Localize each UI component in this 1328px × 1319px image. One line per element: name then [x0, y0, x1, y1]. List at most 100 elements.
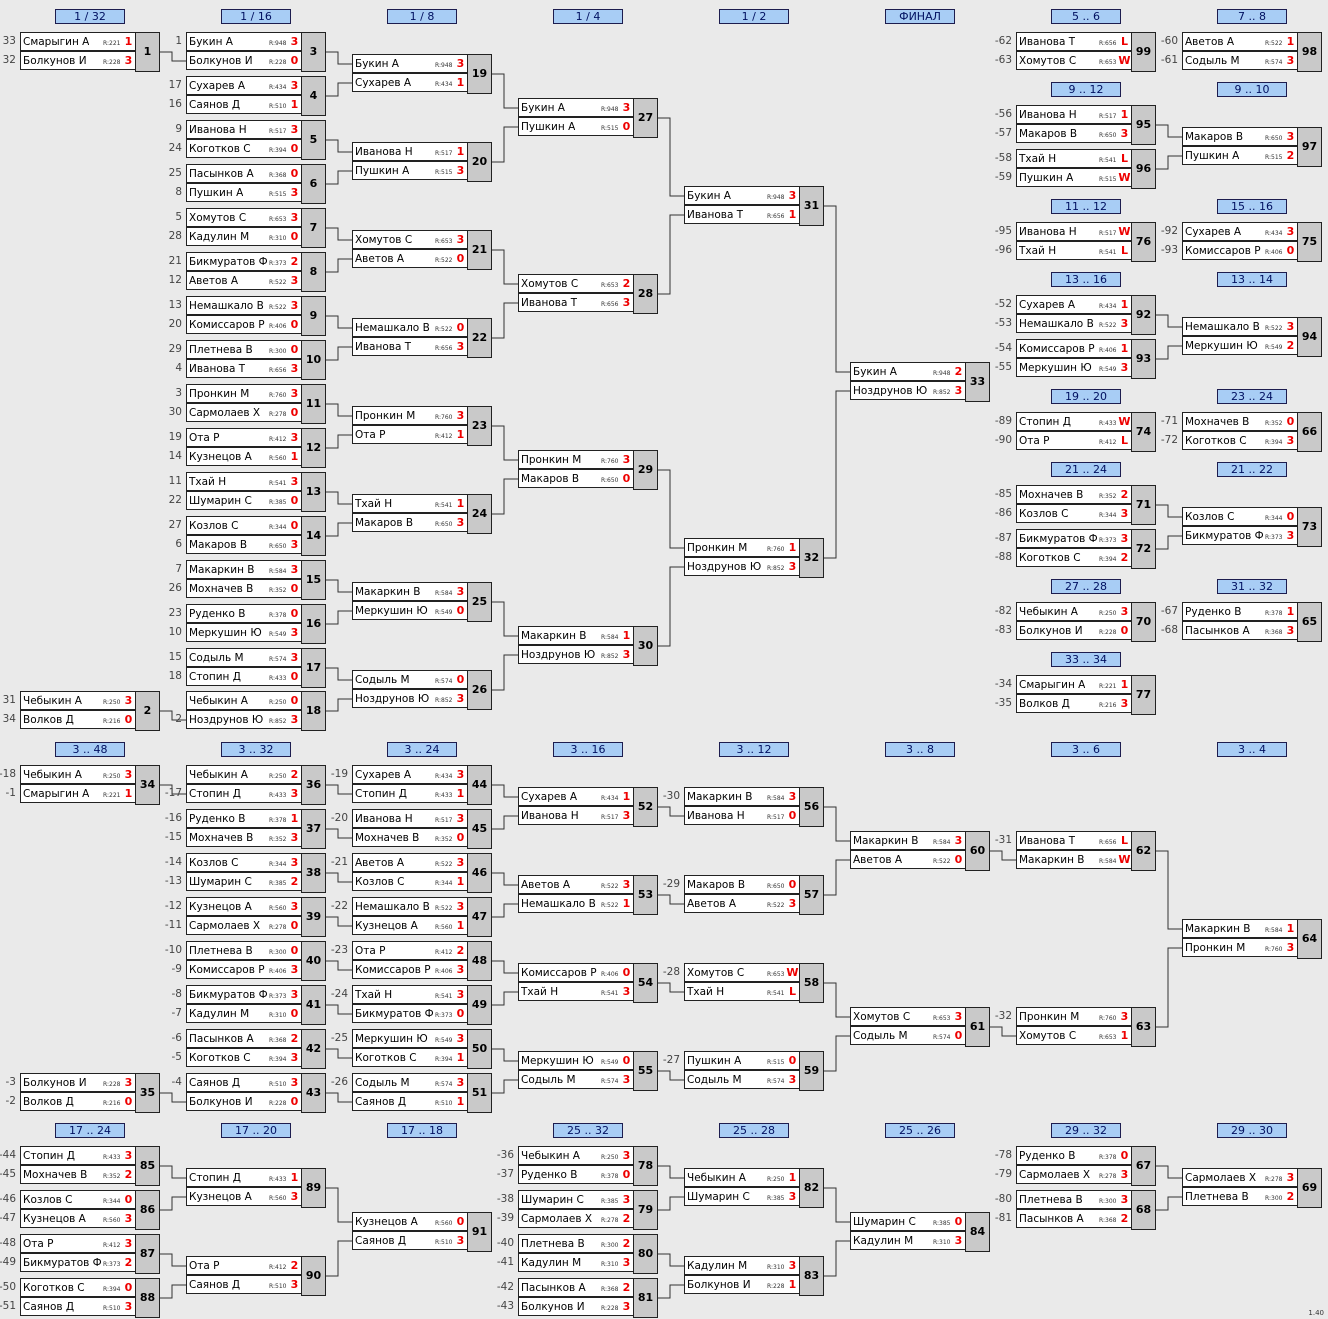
match-number[interactable]: 37 — [301, 809, 326, 849]
match-number[interactable]: 35 — [135, 1073, 160, 1113]
match-number[interactable]: 78 — [633, 1146, 658, 1186]
match-number[interactable]: 70 — [1131, 602, 1156, 642]
match-number[interactable]: 66 — [1297, 412, 1322, 452]
match-number[interactable]: 63 — [1131, 1007, 1156, 1047]
match-number[interactable]: 60 — [965, 831, 990, 871]
match-number[interactable]: 80 — [633, 1234, 658, 1274]
match-number[interactable]: 10 — [301, 340, 326, 380]
match-number[interactable]: 30 — [633, 626, 658, 666]
match-number[interactable]: 20 — [467, 142, 492, 182]
match-number[interactable]: 28 — [633, 274, 658, 314]
match-number[interactable]: 2 — [135, 691, 160, 731]
match-number[interactable]: 42 — [301, 1029, 326, 1069]
match-number[interactable]: 4 — [301, 76, 326, 116]
match-number[interactable]: 64 — [1297, 919, 1322, 959]
match-number[interactable]: 12 — [301, 428, 326, 468]
match-number[interactable]: 65 — [1297, 602, 1322, 642]
match-number[interactable]: 85 — [135, 1146, 160, 1186]
match-number[interactable]: 11 — [301, 384, 326, 424]
match-number[interactable]: 57 — [799, 875, 824, 915]
match-number[interactable]: 76 — [1131, 222, 1156, 262]
match-number[interactable]: 95 — [1131, 105, 1156, 145]
match-number[interactable]: 53 — [633, 875, 658, 915]
match-number[interactable]: 13 — [301, 472, 326, 512]
match-number[interactable]: 39 — [301, 897, 326, 937]
match-number[interactable]: 93 — [1131, 339, 1156, 379]
match-number[interactable]: 79 — [633, 1190, 658, 1230]
match-number[interactable]: 88 — [135, 1278, 160, 1318]
match-number[interactable]: 74 — [1131, 412, 1156, 452]
match-number[interactable]: 73 — [1297, 507, 1322, 547]
match-number[interactable]: 14 — [301, 516, 326, 556]
match-number[interactable]: 7 — [301, 208, 326, 248]
match-number[interactable]: 26 — [467, 670, 492, 710]
